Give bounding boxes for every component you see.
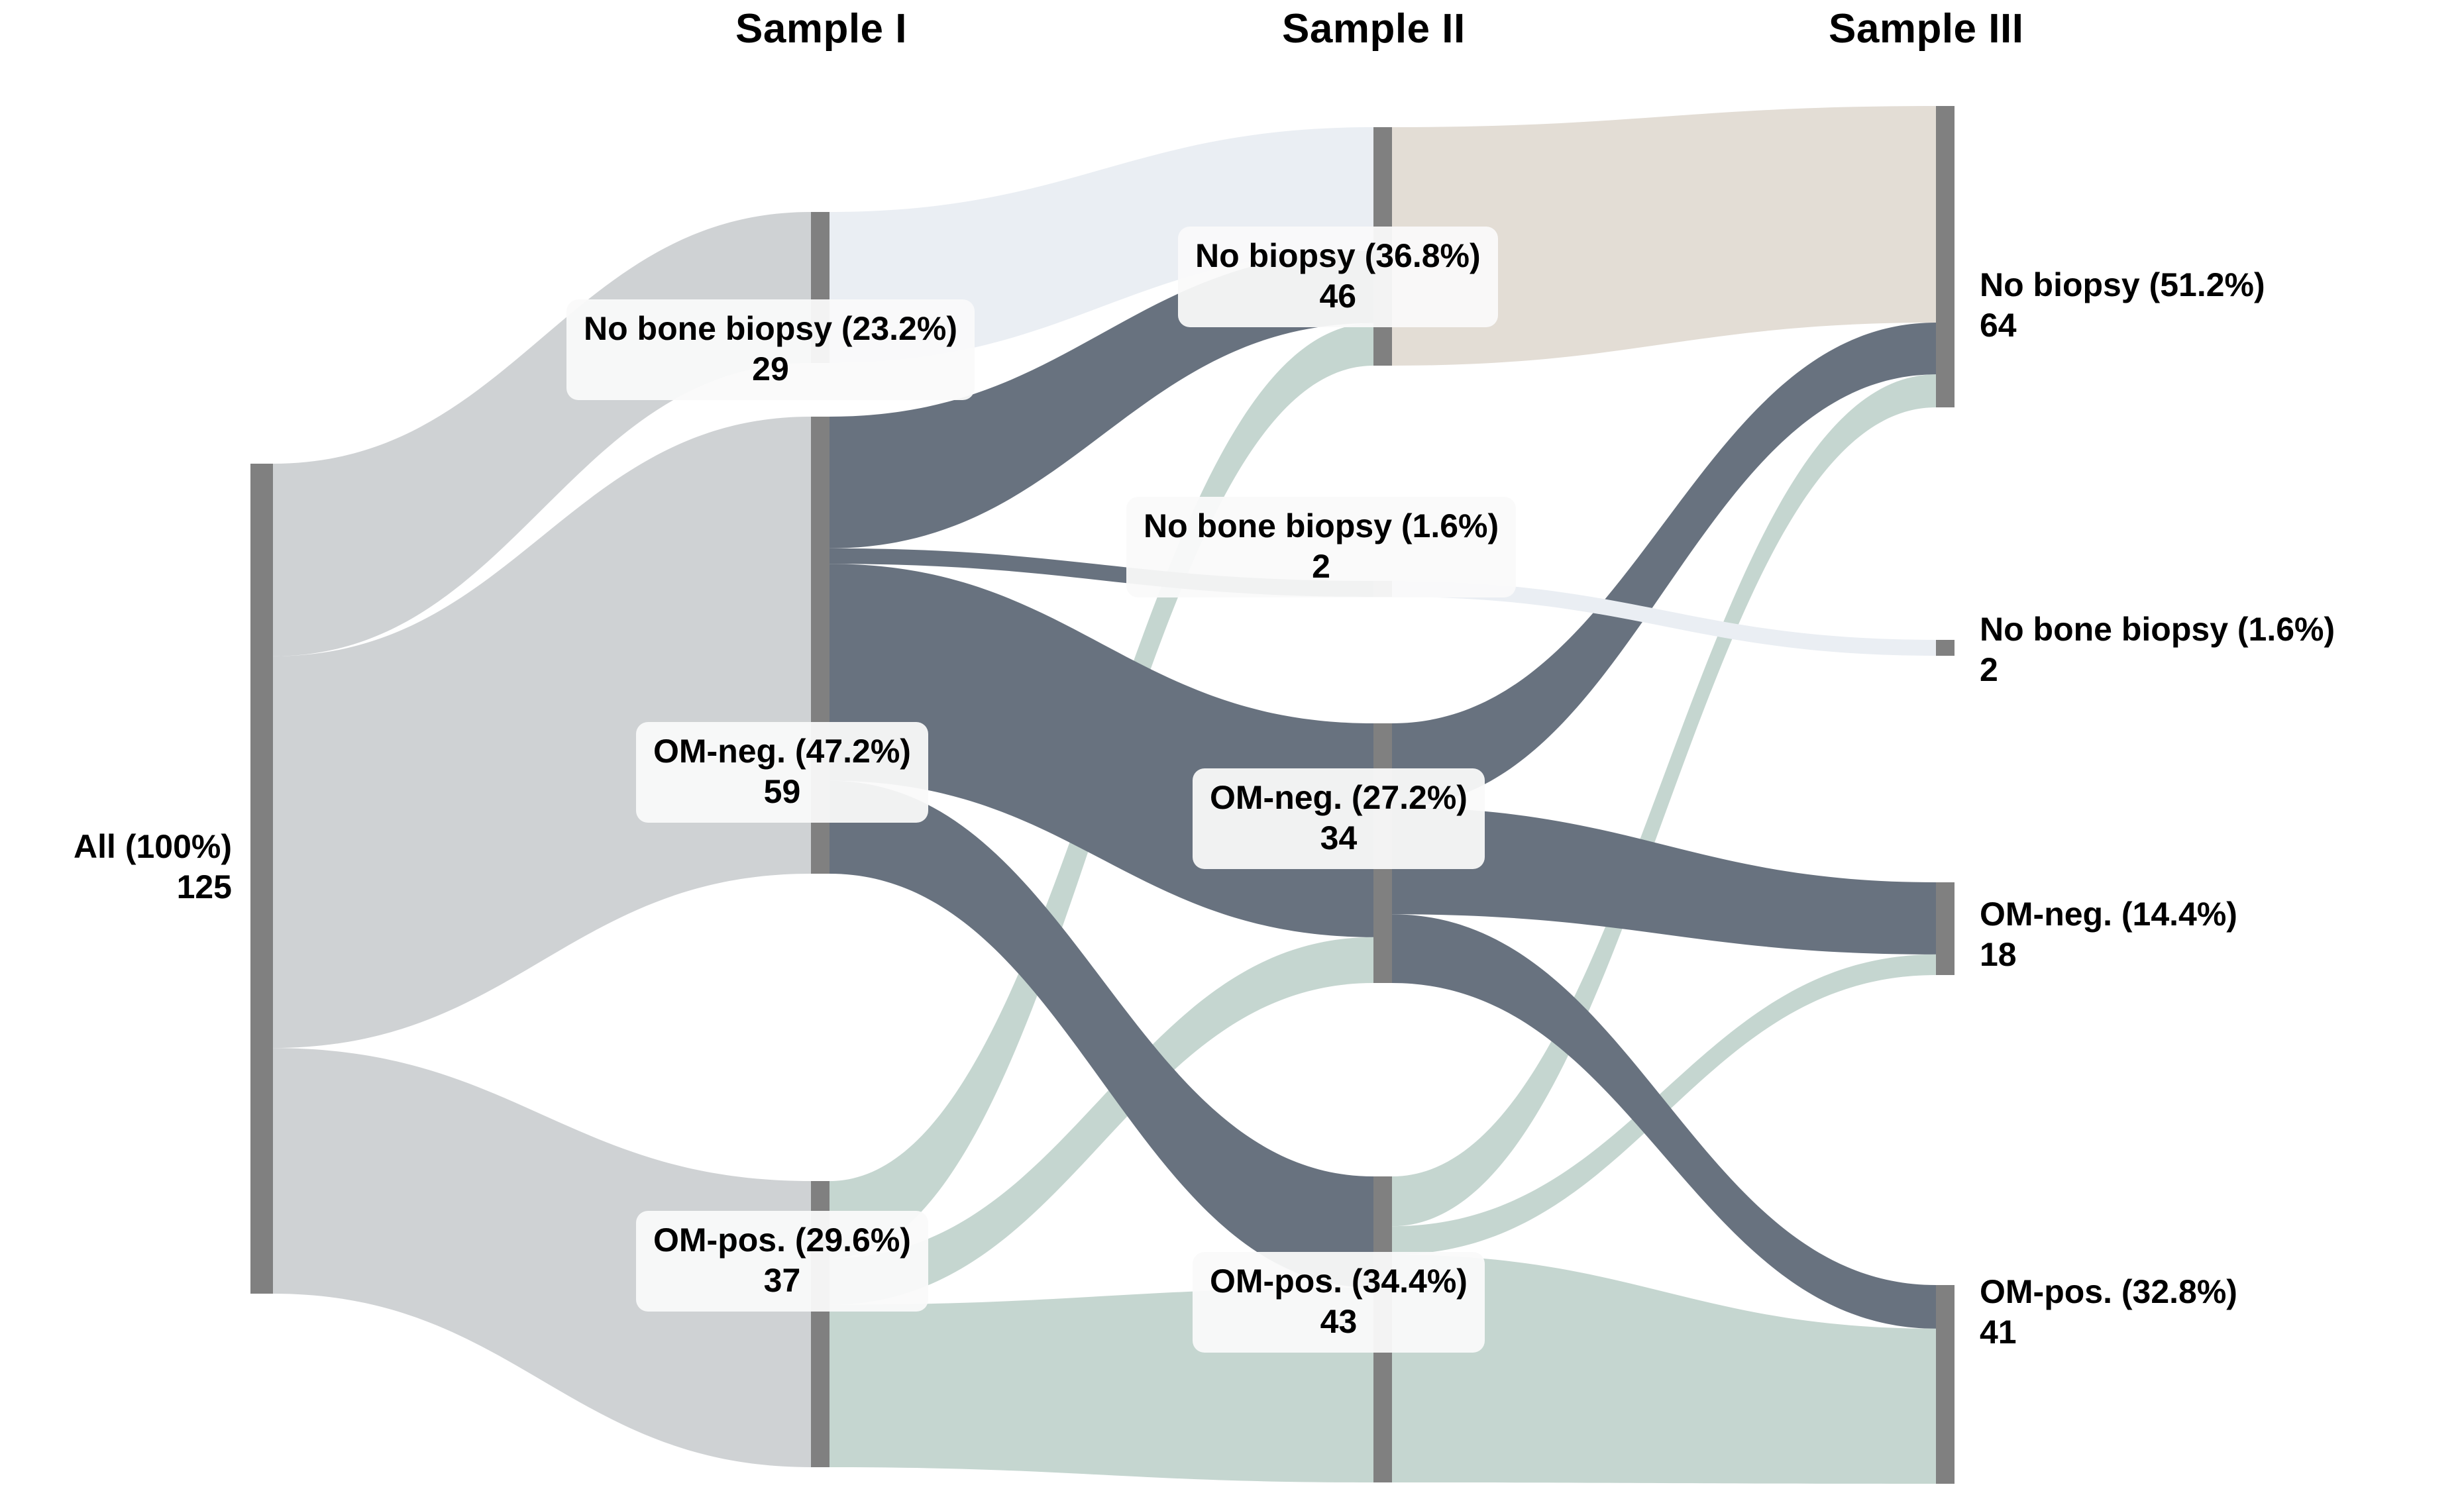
sankey-node-bar-all[interactable] <box>250 464 273 1294</box>
sankey-links-layer <box>273 106 1936 1484</box>
node-label-value-s1_nobb: 29 <box>752 350 789 388</box>
sankey-link-s2_ompos-to-s3_ompos <box>1392 1255 1936 1484</box>
node-label-value-s3_nobb: 2 <box>1980 651 1998 688</box>
node-label-s3_omneg: OM-neg. (14.4%)18 <box>1980 894 2237 975</box>
node-label-value-s2_ompos: 43 <box>1320 1303 1358 1340</box>
node-label-all: All (100%)125 <box>13 827 232 907</box>
sankey-link-s1_ompos-to-s2_omneg <box>830 937 1373 1305</box>
node-label-title-s2_nobb: No bone biopsy (1.6%) <box>1144 507 1499 544</box>
sankey-link-s2_omneg-to-s3_omneg <box>1392 807 1936 955</box>
node-label-value-s1_omneg: 59 <box>763 773 801 810</box>
sankey-link-s2_nob-to-s3_nob <box>1392 106 1936 366</box>
node-label-title-s2_ompos: OM-pos. (34.4%) <box>1210 1263 1468 1300</box>
node-label-title-s3_ompos: OM-pos. (32.8%) <box>1980 1273 2237 1310</box>
node-label-value-s2_nob: 46 <box>1319 278 1357 315</box>
column-header-3: Sample III <box>1829 6 2024 52</box>
sankey-link-s2_ompos-to-s3_nob <box>1392 374 1936 1227</box>
node-label-value-s2_omneg: 34 <box>1320 819 1358 856</box>
node-label-title-s3_nob: No biopsy (51.2%) <box>1980 266 2265 303</box>
sankey-node-bar-s3_omneg[interactable] <box>1936 882 1955 975</box>
node-label-title-s1_ompos: OM-pos. (29.6%) <box>653 1221 911 1259</box>
node-label-s1_ompos: OM-pos. (29.6%)37 <box>636 1211 928 1312</box>
node-label-title-s3_nobb: No bone biopsy (1.6%) <box>1980 611 2335 648</box>
node-label-s2_nobb: No bone biopsy (1.6%) 2 <box>1126 497 1517 597</box>
sankey-node-bar-s3_ompos[interactable] <box>1936 1285 1955 1484</box>
sankey-link-s1_omneg-to-s2_ompos <box>830 780 1373 1288</box>
column-header-2: Sample II <box>1282 6 1466 52</box>
node-label-s2_nob: No biopsy (36.8%) 46 <box>1178 227 1498 327</box>
node-label-value-s3_omneg: 18 <box>1980 936 2017 973</box>
sankey-node-bar-s3_nob[interactable] <box>1936 106 1955 407</box>
sankey-link-all-to-s1_omneg <box>273 417 811 1049</box>
sankey-link-s2_omneg-to-s3_nob <box>1392 323 1936 807</box>
node-label-title-s2_nob: No biopsy (36.8%) <box>1195 237 1481 274</box>
node-label-value-s2_nobb: 2 <box>1312 548 1330 585</box>
node-label-title-s2_omneg: OM-neg. (27.2%) <box>1210 779 1468 816</box>
sankey-link-all-to-s1_ompos <box>273 1048 811 1467</box>
node-label-s1_omneg: OM-neg. (47.2%)59 <box>636 722 928 823</box>
node-label-s2_ompos: OM-pos. (34.4%)43 <box>1193 1252 1485 1353</box>
node-label-title-all: All (100%) <box>74 828 232 865</box>
node-label-value-s3_ompos: 41 <box>1980 1314 2017 1351</box>
sankey-node-bar-s3_nobb[interactable] <box>1936 640 1955 656</box>
node-label-value-s1_ompos: 37 <box>763 1262 801 1299</box>
node-label-s3_ompos: OM-pos. (32.8%) 41 <box>1980 1272 2237 1353</box>
node-label-s2_omneg: OM-neg. (27.2%)34 <box>1193 768 1485 869</box>
node-label-title-s3_omneg: OM-neg. (14.4%) <box>1980 896 2237 933</box>
node-label-s1_nobb: No bone biopsy (23.2%)29 <box>566 299 975 400</box>
node-label-s3_nobb: No bone biopsy (1.6%)2 <box>1980 609 2335 690</box>
node-label-s3_nob: No biopsy (51.2%) 64 <box>1980 265 2265 346</box>
node-label-value-all: 125 <box>176 868 232 905</box>
node-label-title-s1_omneg: OM-neg. (47.2%) <box>653 733 911 770</box>
node-label-value-s3_nob: 64 <box>1980 307 2017 344</box>
sankey-link-s2_nobb-to-s3_nobb <box>1392 581 1936 656</box>
sankey-link-s2_omneg-to-s3_ompos <box>1392 914 1936 1329</box>
column-header-1: Sample I <box>735 6 907 52</box>
node-label-title-s1_nobb: No bone biopsy (23.2%) <box>584 310 957 347</box>
